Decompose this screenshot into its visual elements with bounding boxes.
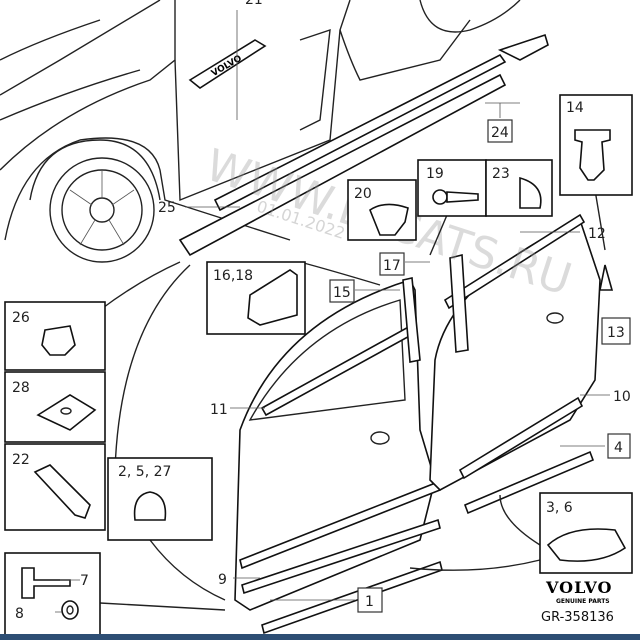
volvo-branding: VOLVO GENUINE PARTS GR-358136 — [541, 578, 614, 625]
callout-11: 11 — [210, 402, 228, 418]
svg-text:28: 28 — [12, 380, 30, 396]
callout-21: 21 — [245, 0, 263, 8]
sill-plate-21: VOLVO — [188, 39, 267, 89]
car-body-illustration — [0, 0, 521, 263]
detail-box-3-6: 3, 6 — [539, 492, 633, 574]
volvo-logo: VOLVO — [545, 578, 613, 597]
detail-box-26: 26 — [4, 301, 106, 371]
callouts: 21 24 25 17 15 12 13 11 10 4 9 1 — [158, 0, 631, 613]
svg-text:2, 5, 27: 2, 5, 27 — [118, 464, 171, 480]
callout-8: 8 — [15, 606, 24, 622]
callout-13: 13 — [607, 325, 625, 341]
callout-15: 15 — [333, 285, 351, 301]
front-door — [234, 277, 443, 635]
detail-box-16-18: 16,18 — [206, 261, 306, 335]
svg-text:3, 6: 3, 6 — [546, 500, 573, 516]
detail-box-22: 22 — [4, 443, 106, 531]
svg-text:23: 23 — [492, 166, 510, 182]
svg-text:22: 22 — [12, 452, 30, 468]
detail-box-19: 19 — [417, 159, 487, 217]
leader-lines — [185, 10, 610, 601]
callout-17: 17 — [383, 258, 401, 274]
detail-box-20: 20 — [347, 179, 417, 241]
genuine-parts-text: GENUINE PARTS — [556, 598, 610, 605]
detail-box-7-8: 7 8 — [4, 552, 101, 636]
arrows — [99, 189, 606, 611]
callout-12: 12 — [588, 226, 606, 242]
svg-text:19: 19 — [426, 166, 444, 182]
callout-10: 10 — [613, 389, 631, 405]
svg-text:26: 26 — [12, 310, 30, 326]
detail-box-2-5-27: 2, 5, 27 — [107, 457, 213, 541]
svg-text:16,18: 16,18 — [213, 268, 253, 284]
callout-9: 9 — [218, 572, 227, 588]
callout-24: 24 — [491, 125, 509, 141]
detail-box-23: 23 — [485, 159, 553, 217]
diagram-reference: GR-358136 — [541, 610, 614, 625]
rear-door — [429, 213, 614, 515]
svg-text:14: 14 — [566, 100, 584, 116]
detail-box-28: 28 — [4, 371, 106, 443]
detail-box-14: 14 — [559, 94, 633, 196]
bottom-bar — [0, 634, 640, 640]
callout-7: 7 — [80, 573, 89, 589]
callout-4: 4 — [614, 440, 623, 456]
rocker-moulding-24 — [178, 33, 549, 257]
svg-text:20: 20 — [354, 186, 372, 202]
callout-25: 25 — [158, 200, 176, 216]
callout-1: 1 — [365, 594, 374, 610]
